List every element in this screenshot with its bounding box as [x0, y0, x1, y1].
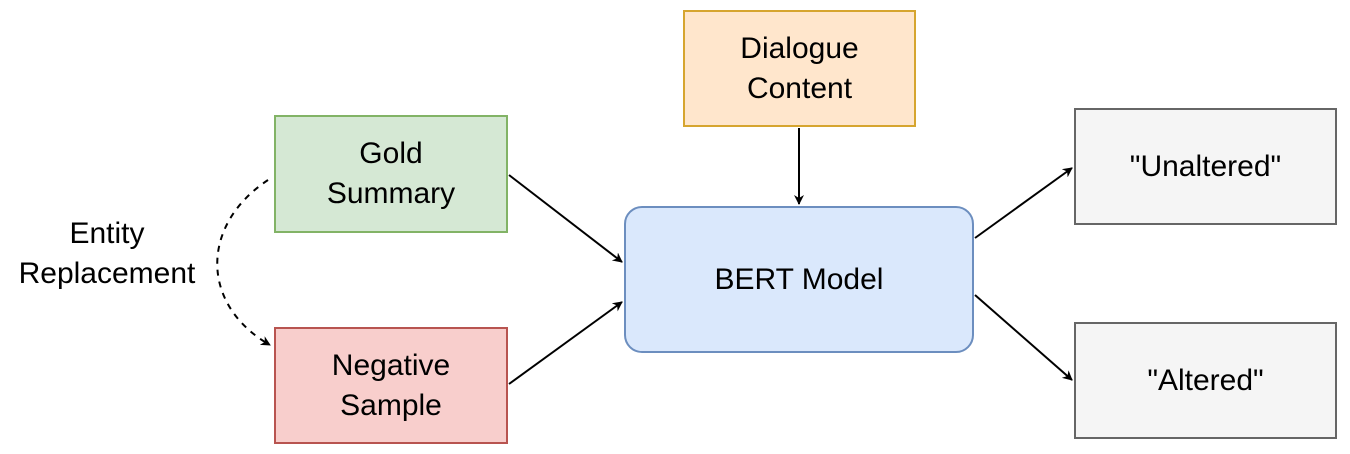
edge-bert-to-altered: [974, 294, 1073, 381]
altered-output-node: "Altered": [1074, 322, 1337, 439]
edge-bert-to-unaltered: [974, 167, 1073, 239]
negative-sample-label: Negative Sample: [331, 348, 451, 422]
negative-sample-node: Negative Sample: [274, 327, 508, 444]
dialogue-content-label: Dialogue Content: [740, 31, 859, 105]
edge-gold-to-negative-dashed: [216, 179, 271, 346]
edge-label-entity-replacement: Entity Replacement: [18, 217, 196, 290]
bert-model-node: BERT Model: [624, 206, 974, 353]
dialogue-content-node: Dialogue Content: [683, 10, 916, 127]
gold-summary-node: Gold Summary: [274, 115, 508, 233]
altered-output-label: "Altered": [1147, 363, 1264, 397]
unaltered-output-label: "Unaltered": [1129, 149, 1282, 183]
unaltered-output-node: "Unaltered": [1074, 108, 1337, 225]
bert-model-label: BERT Model: [714, 262, 884, 296]
edge-gold-to-bert: [508, 174, 623, 263]
gold-summary-label: Gold Summary: [326, 137, 456, 210]
edge-negative-to-bert: [508, 301, 623, 385]
